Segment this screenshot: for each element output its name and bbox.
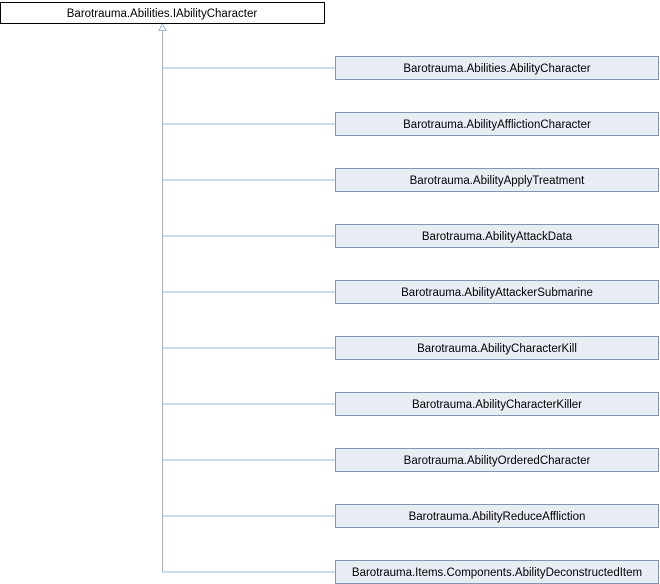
derived-class-node[interactable]: Barotrauma.AbilityCharacterKiller (335, 392, 659, 416)
derived-class-node[interactable]: Barotrauma.AbilityAttackData (335, 224, 659, 248)
derived-class-box (335, 112, 659, 136)
derived-class-node[interactable]: Barotrauma.AbilityAttackerSubmarine (335, 280, 659, 304)
derived-class-node[interactable]: Barotrauma.AbilityReduceAffliction (335, 504, 659, 528)
derived-class-label: Barotrauma.AbilityAttackerSubmarine (401, 287, 593, 299)
derived-class-box (335, 448, 659, 472)
derived-class-node[interactable]: Barotrauma.AbilityCharacterKill (335, 336, 659, 360)
derived-class-label: Barotrauma.AbilityReduceAffliction (409, 511, 586, 523)
inheritance-arrowhead (158, 22, 167, 31)
derived-class-box (335, 168, 659, 192)
derived-class-label: Barotrauma.AbilityApplyTreatment (410, 175, 586, 187)
base-class-node[interactable]: Barotrauma.Abilities.IAbilityCharacter (0, 2, 325, 24)
derived-class-label: Barotrauma.AbilityAfflictionCharacter (403, 119, 591, 131)
derived-class-label: Barotrauma.Items.Components.AbilityDecon… (352, 567, 642, 579)
derived-class-node[interactable]: Barotrauma.AbilityAfflictionCharacter (335, 112, 659, 136)
derived-class-label: Barotrauma.AbilityCharacterKiller (412, 399, 582, 411)
derived-class-label: Barotrauma.AbilityOrderedCharacter (404, 455, 591, 467)
derived-class-box (335, 336, 659, 360)
derived-class-node[interactable]: Barotrauma.Abilities.AbilityCharacter (335, 56, 659, 80)
base-class-box (0, 2, 325, 24)
base-class-label: Barotrauma.Abilities.IAbilityCharacter (67, 8, 258, 20)
inheritance-edges (158, 22, 336, 573)
derived-class-label: Barotrauma.AbilityAttackData (422, 231, 573, 243)
derived-class-box (335, 392, 659, 416)
derived-class-label: Barotrauma.AbilityCharacterKill (417, 343, 577, 355)
derived-class-node[interactable]: Barotrauma.AbilityOrderedCharacter (335, 448, 659, 472)
derived-class-node[interactable]: Barotrauma.Items.Components.AbilityDecon… (335, 560, 659, 584)
derived-class-box (335, 224, 659, 248)
derived-class-box (335, 504, 659, 528)
derived-class-box (335, 280, 659, 304)
derived-class-box (335, 56, 659, 80)
derived-class-node[interactable]: Barotrauma.AbilityApplyTreatment (335, 168, 659, 192)
derived-class-nodes: Barotrauma.Abilities.AbilityCharacterBar… (335, 56, 659, 584)
derived-class-label: Barotrauma.Abilities.AbilityCharacter (403, 63, 590, 75)
